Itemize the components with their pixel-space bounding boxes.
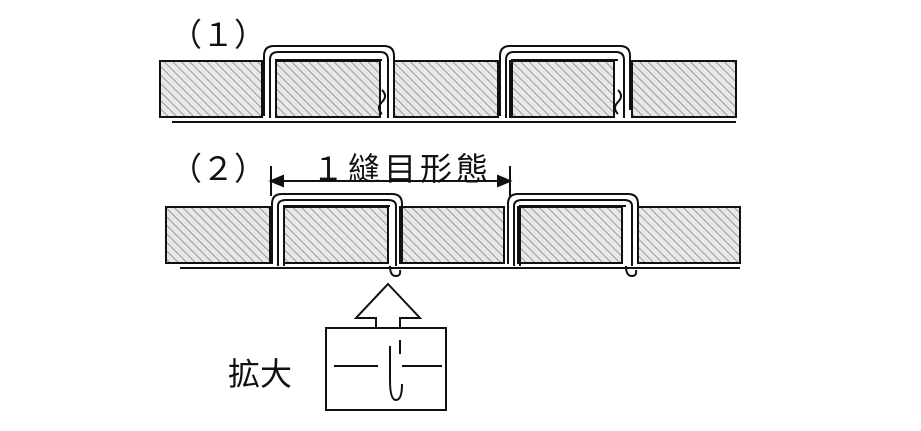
enlarged-detail-box bbox=[325, 327, 447, 411]
enlarge-arrow bbox=[353, 282, 423, 329]
panel-1-stitches bbox=[172, 45, 736, 123]
panel-2-stitches bbox=[180, 193, 740, 278]
dimension-arrow bbox=[268, 166, 513, 196]
stitch-form-dimension-label: １縫目形態 bbox=[312, 150, 493, 188]
enlarge-label: 拡大 bbox=[228, 355, 293, 393]
panel-1-fabric bbox=[159, 60, 737, 118]
panel-2-fabric bbox=[165, 206, 741, 264]
panel-1-label: （１） bbox=[170, 16, 267, 54]
panel-2-label: （２） bbox=[170, 150, 267, 188]
